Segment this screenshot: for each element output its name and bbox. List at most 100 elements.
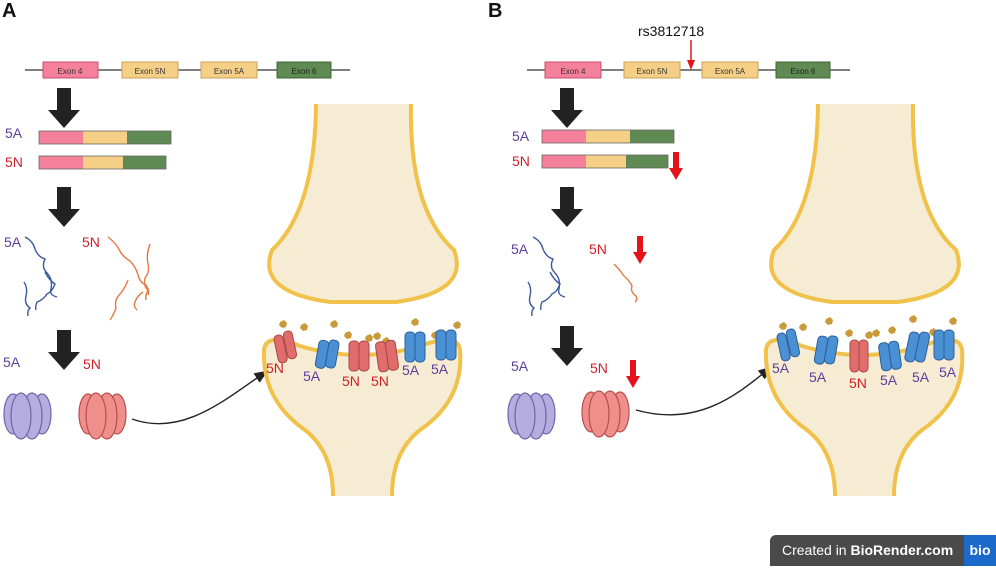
channel-5a-2	[404, 331, 426, 363]
exon-4-box	[42, 61, 99, 79]
mrna-5n-bar	[541, 154, 669, 169]
channel-5a-3	[435, 329, 457, 361]
channel-label: 5N	[342, 373, 360, 389]
channel-label: 5A	[880, 372, 898, 388]
channel-label: 5A	[772, 360, 790, 376]
peptide-5a-chains	[527, 236, 566, 317]
gene-structure-a: Exon 4 Exon 5N Exon 5A Exon 6	[25, 61, 350, 79]
peptide-5n-label: 5N	[589, 241, 607, 257]
protein-5a-icon	[3, 392, 52, 440]
exon-5a-box	[701, 61, 759, 79]
mrna-5a-label: 5A	[5, 125, 23, 141]
mrna-a: 5A 5N	[5, 125, 172, 170]
exon-5a-box	[200, 61, 258, 79]
down-arrow-icon	[48, 187, 80, 227]
exon-4-label: Exon 4	[561, 67, 586, 76]
panel-b: B rs3812718 Exon 4 Exon 5N Exon 5A Exon …	[488, 0, 965, 497]
protein-5a-label: 5A	[3, 354, 21, 370]
channel-label: 5A	[303, 368, 321, 384]
protein-5n-icon	[581, 390, 630, 438]
exon-5a-label: Exon 5A	[214, 67, 245, 76]
channel-5a-b5	[933, 329, 955, 361]
exon-5n-label: Exon 5N	[135, 67, 166, 76]
channel-5n-3	[375, 339, 399, 373]
protein-5a-label: 5A	[511, 358, 529, 374]
snp-arrow-icon	[687, 60, 695, 70]
synapse-a: 5N 5A 5N 5N 5A 5A	[261, 103, 463, 497]
channel-5a-b2	[813, 335, 839, 365]
exon-4-box	[544, 61, 602, 79]
mrna-b: 5A 5N	[512, 128, 675, 169]
channel-labels-b: 5A 5A 5N 5A 5A 5A	[772, 360, 957, 391]
red-down-arrow-icon	[669, 152, 683, 180]
exon-6-label: Exon 6	[292, 67, 317, 76]
protein-5n-label: 5N	[590, 360, 608, 376]
protein-5n-icon	[78, 392, 127, 440]
channel-5a-1	[314, 339, 340, 369]
mrna-5a-bar	[541, 129, 675, 144]
channel-5a-b3	[878, 340, 902, 372]
mrna-5n-bar	[38, 155, 167, 170]
channel-labels-a: 5N 5A 5N 5N 5A 5A	[266, 360, 449, 389]
flow-arrows-b	[551, 88, 583, 366]
exon-5n-label: Exon 5N	[637, 67, 668, 76]
exon-6-box	[276, 61, 332, 79]
mrna-5n-label: 5N	[5, 154, 23, 170]
peptide-5n-chains	[613, 263, 638, 303]
down-arrow-icon	[551, 187, 583, 227]
postsynaptic-terminal-b	[765, 339, 963, 496]
down-arrow-icon	[551, 88, 583, 128]
protein-5a-icon	[507, 392, 556, 440]
red-down-arrow-icon	[633, 236, 647, 264]
down-arrow-icon	[48, 330, 80, 370]
panel-a-letter: A	[2, 0, 16, 22]
exon-5n-box	[623, 61, 681, 79]
exon-6-label: Exon 6	[791, 67, 816, 76]
panel-a: A Exon 4 Exon 5N Exon 5A Exon 6 5A 5N	[2, 0, 463, 497]
trafficking-arrow	[131, 370, 269, 425]
biorender-logo-icon: bio	[964, 535, 996, 566]
snp-label: rs3812718	[638, 23, 704, 39]
channel-label: 5N	[266, 360, 284, 376]
channel-5n-b	[849, 339, 869, 373]
mrna-5a-bar	[38, 130, 172, 145]
peptide-5n-chains	[107, 236, 151, 321]
presynaptic-terminal-b	[771, 104, 959, 302]
channel-label: 5N	[849, 375, 867, 391]
peptide-5a-label: 5A	[4, 234, 22, 250]
presynaptic-terminal-a	[269, 104, 457, 302]
channel-label: 5A	[431, 361, 449, 377]
peptide-5a-label: 5A	[511, 241, 529, 257]
synapse-b: 5A 5A 5N 5A 5A 5A	[763, 103, 965, 497]
peptides-a: 5A 5N	[4, 234, 151, 321]
trafficking-arrow	[635, 366, 773, 416]
biorender-badge: Created in BioRender.com bio	[770, 535, 996, 566]
protein-5n-label: 5N	[83, 356, 101, 372]
channel-5a-b1	[776, 328, 801, 362]
badge-prefix: Created in	[782, 542, 851, 558]
channel-label: 5N	[371, 373, 389, 389]
decrease-arrows	[626, 152, 683, 388]
down-arrow-icon	[551, 326, 583, 366]
exon-5n-box	[121, 61, 179, 79]
ligands-b	[779, 315, 957, 339]
badge-brand: BioRender.com	[850, 542, 954, 558]
channel-5a-b4	[904, 331, 931, 363]
peptides-b: 5A 5N	[511, 236, 638, 317]
exon-6-box	[775, 61, 831, 79]
channel-5n-2	[348, 340, 370, 372]
channel-label: 5A	[809, 369, 827, 385]
gene-structure-b: Exon 4 Exon 5N Exon 5A Exon 6	[527, 61, 850, 79]
channel-5n-1	[273, 330, 298, 364]
channel-label: 5A	[939, 364, 957, 380]
peptide-5n-label: 5N	[82, 234, 100, 250]
flow-arrows-a	[48, 88, 80, 370]
mrna-5a-label: 5A	[512, 128, 530, 144]
postsynaptic-terminal-a	[263, 339, 461, 496]
peptide-5a-chains	[23, 236, 58, 317]
mrna-5n-label: 5N	[512, 153, 530, 169]
panel-b-letter: B	[488, 0, 502, 22]
badge-text: Created in BioRender.com	[782, 542, 953, 558]
